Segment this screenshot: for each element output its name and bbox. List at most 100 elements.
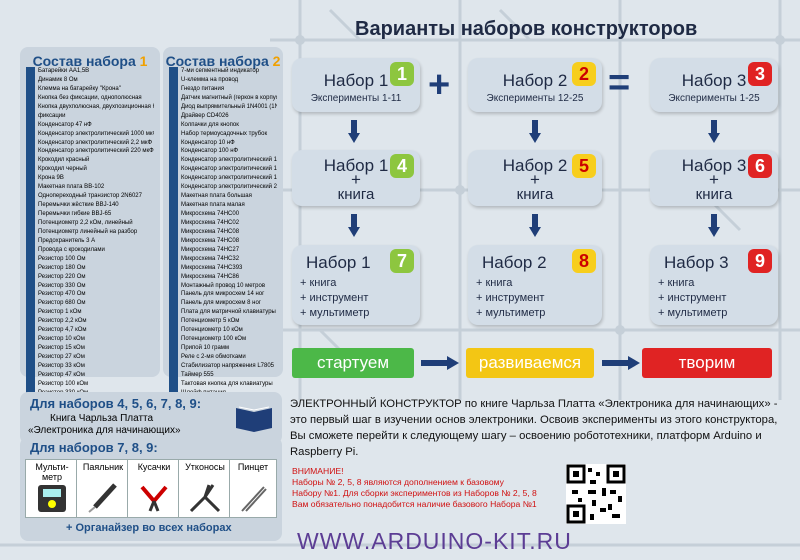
list-item: Крона 9В — [26, 174, 154, 184]
list-item: Набор термоусадочных трубок — [169, 129, 277, 139]
kit-item: + инструмент — [476, 292, 545, 304]
site-url-link[interactable]: WWW.ARDUINO-KIT.RU — [297, 528, 572, 554]
list-item: Микросхема 74HC86 — [169, 272, 277, 282]
badge-3: 3 — [748, 62, 772, 86]
list-item: Резистор 47 кОм — [26, 370, 154, 380]
list-item: Конденсатор 100 нФ — [169, 147, 277, 157]
list-item: Конденсатор электролитический 10 мкФ — [169, 165, 277, 175]
kit-4-plus: + — [351, 170, 361, 189]
tool-label: Пинцет — [237, 462, 269, 472]
book-info-line2: «Электроника для начинающих» — [28, 425, 181, 436]
list-item: Конденсатор 10 нФ — [169, 138, 277, 148]
list-item-label: Резистор 330 Ом — [38, 282, 86, 289]
down-arrow-icon — [529, 120, 541, 144]
list-bullet — [26, 272, 35, 282]
multimeter-icon — [38, 485, 66, 512]
kit-5-title: Набор 2 — [502, 156, 568, 175]
list-item: Тактовая кнопка для клавиатуры — [169, 379, 277, 389]
list-item: Колпачки для кнопок — [169, 120, 277, 130]
list-item-label: Микросхема 74HC08 — [181, 228, 240, 235]
list-bullet — [169, 236, 178, 246]
list-item: Перемычки жёсткие ВВЈ-140 — [26, 201, 154, 210]
list-bullet — [26, 138, 35, 148]
stage-create[interactable]: творим — [642, 348, 772, 378]
kit-4-title: Набор 1 — [323, 156, 389, 175]
kit-item: + книга — [658, 277, 695, 289]
list-item: Резистор 180 Ом — [26, 263, 154, 273]
list-item-label: Микросхема 74HC00 — [181, 211, 240, 217]
kit-5-box[interactable]: Набор 2 + книга 5 — [468, 150, 602, 206]
list-bullet — [26, 379, 35, 389]
list-item-label: Конденсатор электролитический 1 мкФ — [181, 157, 277, 164]
book-info-line1: Книга Чарльза Платта — [50, 413, 154, 424]
list-item-label: Реле с 2-мя обмотками — [181, 354, 246, 360]
kit-3-title: Набор 3 — [681, 71, 747, 90]
list-item-label: Резистор 470 Ом — [38, 291, 86, 298]
list-bullet — [169, 67, 178, 76]
list-item-label: Макетная плата ВВ-102 — [38, 184, 105, 191]
list-item: Конденсатор электролитический 220 мкФ — [169, 183, 277, 193]
list-item-label: Перемычки гибкие ВВЈ-65 — [38, 211, 112, 217]
list-item: Микросхема 74HC08 — [169, 227, 277, 237]
badge-8: 8 — [572, 249, 596, 273]
list-bullet — [26, 93, 35, 103]
kit-7-box[interactable]: Набор 1 + книга + инструмент + мультимет… — [292, 245, 420, 325]
kit-4-box[interactable]: Набор 1 + книга 4 — [292, 150, 420, 206]
list-item: Конденсатор электролитический 100 мкФ — [169, 174, 277, 184]
kit-9-items: + книга + инструмент + мультиметр — [658, 276, 727, 321]
list-item: Резистор 27 кОм — [26, 353, 154, 362]
list-bullet — [169, 111, 178, 121]
list-bullet — [169, 379, 178, 389]
list-bullet — [26, 290, 35, 300]
kit1-contents-title: Состав набора 1 — [32, 53, 148, 69]
down-arrow-icon — [708, 214, 720, 238]
list-bullet — [169, 138, 178, 148]
list-item: Клемма на батарейку "Крона" — [26, 84, 154, 94]
list-item: Панель для микросхем 14 ног — [169, 290, 277, 300]
list-item: Резистор 470 Ом — [26, 290, 154, 300]
list-item: Резистор 10 кОм — [26, 335, 154, 345]
kit-8-box[interactable]: Набор 2 + книга + инструмент + мультимет… — [468, 245, 602, 325]
badge-9: 9 — [748, 249, 772, 273]
list-item-label: Конденсатор 47 нФ — [38, 121, 92, 128]
list-item: Плата для матричной клавиатуры 12 кнопок — [169, 308, 277, 318]
kit-6-box[interactable]: Набор 3 + книга 6 — [650, 150, 778, 206]
kit-2-title: Набор 2 — [502, 71, 568, 90]
list-item: Гнездо питания — [169, 84, 277, 94]
kit-1-box[interactable]: Набор 1 Эксперименты 1-11 1 — [292, 58, 420, 112]
list-item: 7-ми сегментный индикатор — [169, 67, 277, 76]
list-item: Резистор 100 Ом — [26, 254, 154, 264]
list-item: Резистор 33 кОм — [26, 361, 154, 371]
down-arrow-icon — [348, 214, 360, 238]
stage-develop[interactable]: развиваемся — [466, 348, 594, 378]
badge-6: 6 — [748, 154, 772, 178]
kit-3-box[interactable]: Набор 3 Эксперименты 1-25 3 — [650, 58, 778, 112]
list-bullet — [26, 156, 35, 166]
stage-start[interactable]: стартуем — [292, 348, 414, 378]
kit-9-box[interactable]: Набор 3 + книга + инструмент + мультимет… — [650, 245, 778, 325]
list-item: Резистор 1 кОм — [26, 308, 154, 318]
list-bullet — [26, 308, 35, 318]
list-bullet — [26, 236, 35, 246]
list-bullet — [26, 111, 35, 121]
list-bullet — [169, 290, 178, 300]
list-bullet — [169, 317, 178, 327]
list-bullet — [169, 120, 178, 130]
list-item: Конденсатор электролитический 220 мкФ — [26, 147, 154, 157]
list-item-label: Резистор 10 кОм — [38, 336, 85, 343]
list-item-label: Резистор 2,2 кОм — [38, 318, 87, 325]
list-item-label: Резистор 33 кОм — [38, 362, 85, 369]
list-bullet — [26, 75, 35, 85]
list-item: Макетная плата малая — [169, 201, 277, 210]
list-item: Конденсатор 47 нФ — [26, 120, 154, 130]
kit-1-sub: Эксперименты 1-11 — [310, 93, 402, 104]
list-bullet — [26, 183, 35, 193]
list-item-label: Датчик магнитный (геркон в корпусе) — [181, 94, 277, 101]
kit-2-box[interactable]: Набор 2 Эксперименты 12-25 2 — [468, 58, 602, 112]
list-bullet — [169, 156, 178, 166]
list-item: Конденсатор электролитический 1 мкФ — [169, 156, 277, 166]
list-item-label: Драйвер CD4026 — [181, 112, 229, 119]
list-bullet — [169, 218, 178, 228]
list-bullet — [169, 174, 178, 184]
kit2-contents-title: Состав набора 2 — [165, 53, 281, 69]
